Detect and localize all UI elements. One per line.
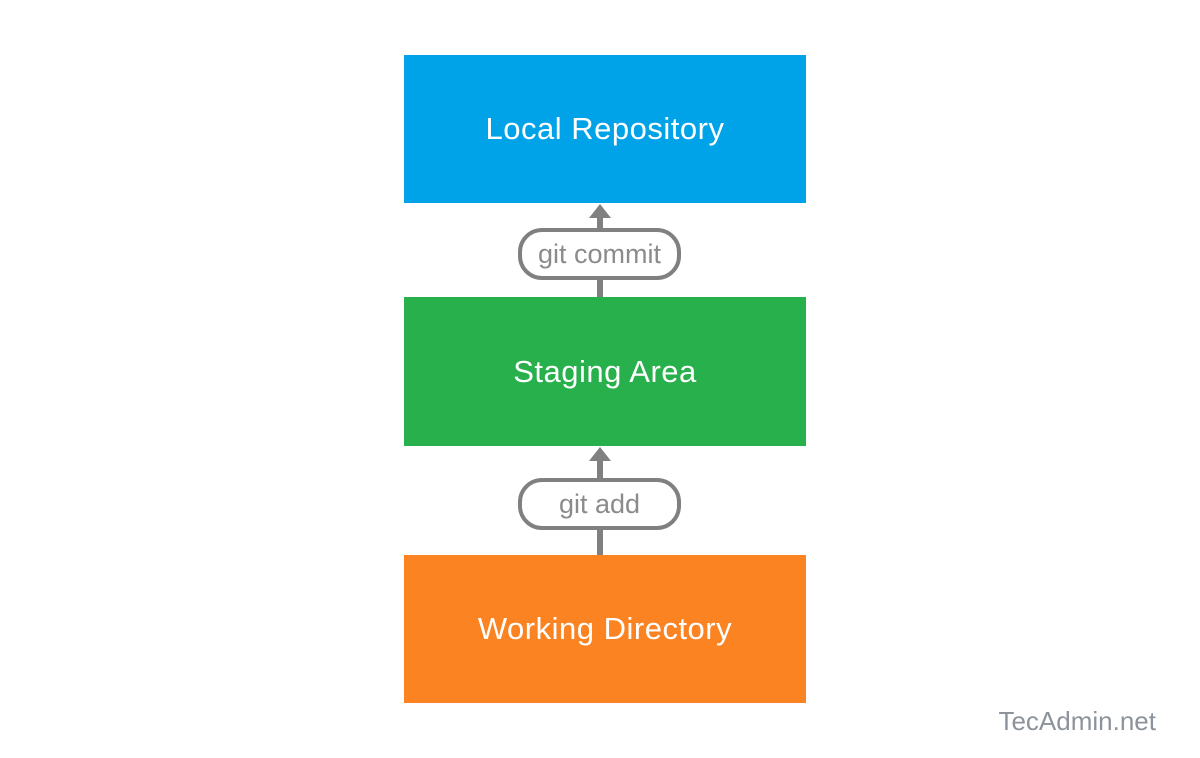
connector-pill-git-commit: git commit (518, 228, 681, 280)
node-local-repository: Local Repository (404, 55, 806, 203)
git-commit-label: git commit (537, 238, 662, 269)
node-staging-area-label: Staging Area (513, 353, 697, 389)
watermark-tecadmin: TecAdmin.net (998, 706, 1156, 736)
node-working-directory-label: Working Directory (477, 611, 733, 646)
git-add-label: git add (558, 488, 641, 519)
connector-pill-git-add: git add (518, 478, 681, 530)
node-working-directory: Working Directory (404, 555, 806, 703)
node-staging-area: Staging Area (404, 297, 806, 446)
node-local-repository-label: Local Repository (485, 111, 725, 146)
arrow-up-icon (589, 204, 611, 218)
arrow-up-icon (589, 447, 611, 461)
